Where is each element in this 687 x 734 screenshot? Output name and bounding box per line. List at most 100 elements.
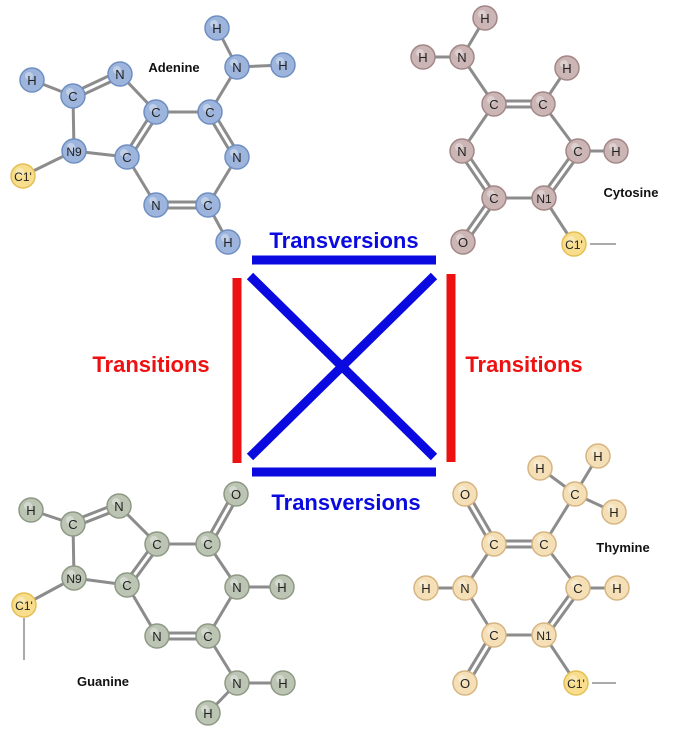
transversions-bottom-label: Transversions (271, 490, 420, 515)
atom-label: H (611, 144, 620, 159)
atom-label: H (562, 61, 571, 76)
atom-h (270, 52, 296, 78)
atom-label: N (114, 499, 123, 514)
atom-highlight (487, 536, 495, 544)
atom-label: C (203, 629, 212, 644)
atom-highlight (113, 66, 121, 74)
atom-label: N (152, 629, 161, 644)
atom-label: N1 (536, 192, 552, 206)
atom-label: O (231, 487, 241, 502)
atom-highlight (536, 96, 544, 104)
atom-label: H (223, 235, 232, 250)
atom-highlight (537, 536, 545, 544)
atom-highlight (560, 60, 568, 68)
atom-highlight (591, 448, 599, 456)
atom-label: H (278, 58, 287, 73)
atom-label: C1' (567, 677, 585, 691)
atom-highlight (455, 143, 463, 151)
atom-highlight (201, 197, 209, 205)
atom-label: C (152, 537, 161, 552)
atom-c (197, 99, 223, 125)
atom-c (60, 511, 86, 537)
atom-c (481, 622, 507, 648)
atom-label: N (457, 50, 466, 65)
atom-h (270, 670, 296, 696)
thymine-label: Thymine (596, 540, 649, 555)
atom-label: N (232, 580, 241, 595)
atom-highlight (66, 516, 74, 524)
atom-h (215, 229, 241, 255)
atom-label: C (151, 105, 160, 120)
atom-c (481, 531, 507, 557)
atom-n (144, 623, 170, 649)
atom-o (452, 670, 478, 696)
atom-h (269, 574, 295, 600)
atom-n (224, 144, 250, 170)
transitions-left-label: Transitions (92, 352, 209, 377)
atom-highlight (276, 57, 284, 65)
atom-highlight (456, 234, 464, 242)
atom-highlight (487, 627, 495, 635)
atom-c (144, 531, 170, 557)
atom-o (450, 229, 476, 255)
atom-n1 (531, 622, 557, 648)
atom-highlight (610, 580, 618, 588)
atom-c (195, 192, 221, 218)
atom-c (530, 91, 556, 117)
atom-c (143, 99, 169, 125)
atom-highlight (67, 570, 75, 578)
atom-highlight (210, 20, 218, 28)
atom-label: C (489, 97, 498, 112)
atom-n (452, 575, 478, 601)
atom-label: H (421, 581, 430, 596)
atom-label: C (573, 581, 582, 596)
atom-highlight (120, 149, 128, 157)
atom-label: C (68, 517, 77, 532)
atom-label: C (538, 97, 547, 112)
atom-label: C (122, 150, 131, 165)
atom-highlight (458, 486, 466, 494)
atom-c (60, 83, 86, 109)
atom-h (601, 499, 627, 525)
atom-label: O (460, 487, 470, 502)
cytosine-label: Cytosine (604, 185, 659, 200)
atom-highlight (66, 88, 74, 96)
atom-h (204, 15, 230, 41)
atom-highlight (149, 197, 157, 205)
atom-c1prime (561, 231, 587, 257)
atom-highlight (120, 577, 128, 585)
atom-label: C (203, 198, 212, 213)
atom-label: N (460, 581, 469, 596)
atom-highlight (568, 486, 576, 494)
atom-highlight (607, 504, 615, 512)
atom-n (143, 192, 169, 218)
atom-label: H (593, 449, 602, 464)
atom-highlight (230, 149, 238, 157)
atom-h (603, 138, 629, 164)
atom-highlight (17, 597, 25, 605)
atom-highlight (571, 143, 579, 151)
atom-label: N9 (66, 572, 82, 586)
atom-highlight (67, 143, 75, 151)
atom-c (481, 185, 507, 211)
atom-h (472, 5, 498, 31)
atom-c (195, 531, 221, 557)
transversion-diagonal-2 (246, 272, 438, 461)
atom-c1prime (11, 592, 37, 618)
atom-label: N1 (536, 629, 552, 643)
atom-highlight (230, 675, 238, 683)
atom-label: N (115, 67, 124, 82)
atom-label: C (203, 537, 212, 552)
guanine-label: Guanine (77, 674, 129, 689)
atom-label: C1' (565, 238, 583, 252)
atom-label: H (26, 503, 35, 518)
atom-highlight (569, 675, 577, 683)
atom-highlight (571, 580, 579, 588)
atom-highlight (229, 486, 237, 494)
atom-label: H (535, 461, 544, 476)
